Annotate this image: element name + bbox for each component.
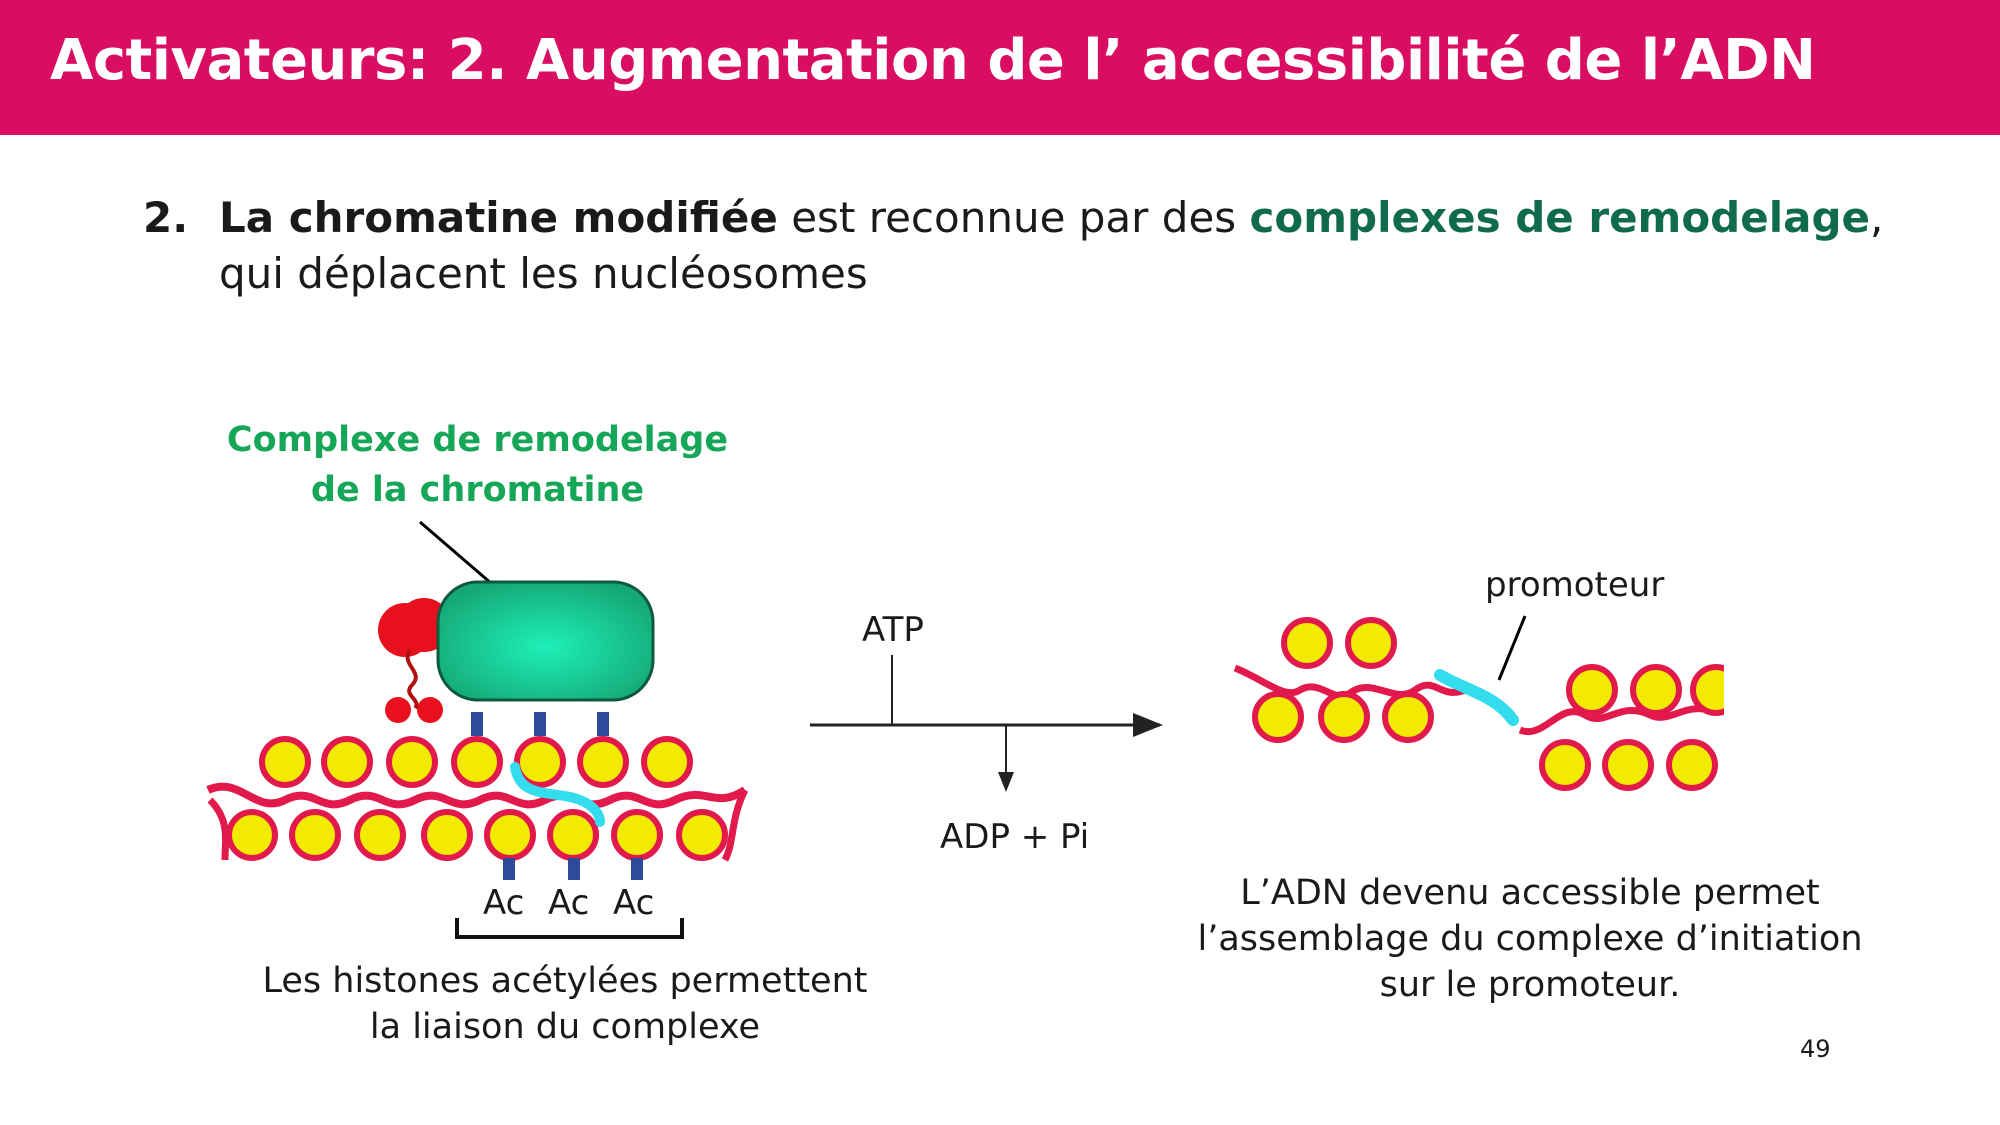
ac-label-3: Ac xyxy=(613,883,655,923)
nucleosome xyxy=(1666,739,1718,791)
nucleosome xyxy=(1318,691,1370,743)
point-comma: , xyxy=(1870,193,1884,242)
remodeling-complex xyxy=(436,580,655,702)
complex-pointer-line xyxy=(419,520,493,586)
page-number: 49 xyxy=(1800,1035,1831,1063)
right-promoter-segment xyxy=(1434,669,1519,726)
left-caption-line2: la liaison du complexe xyxy=(369,1007,761,1047)
acetyl-tag-bottom xyxy=(568,858,580,880)
acetyl-tag-bottom xyxy=(631,858,643,880)
complex-label: Complexe de remodelage de la chromatine xyxy=(215,415,740,515)
complex-label-line2: de la chromatine xyxy=(310,470,645,510)
acetyl-tag-top xyxy=(471,712,483,736)
left-dna-strand xyxy=(206,782,748,809)
nucleosome xyxy=(1602,739,1654,791)
nucleosome xyxy=(1281,617,1333,669)
nucleosome xyxy=(484,809,536,861)
nucleosome xyxy=(386,736,438,788)
nucleosome xyxy=(1630,664,1682,716)
ac-label-1: Ac xyxy=(483,883,525,923)
point-middle-part: est reconnue par des xyxy=(777,193,1250,242)
left-chromatin xyxy=(206,712,749,939)
nucleosome xyxy=(1566,664,1618,716)
nucleosome xyxy=(354,809,406,861)
nucleosome xyxy=(289,809,341,861)
ac-label-2: Ac xyxy=(548,883,590,923)
left-dna-ends xyxy=(207,788,749,862)
nucleosome xyxy=(641,736,693,788)
right-caption: L’ADN devenu accessible permet l’assembl… xyxy=(1170,870,1890,1008)
right-caption-line2: l’assemblage du complexe d’initiation xyxy=(1197,919,1863,959)
nucleosome xyxy=(1345,617,1397,669)
point-green-part: complexes de remodelage xyxy=(1249,193,1871,242)
right-caption-line1: L’ADN devenu accessible permet xyxy=(1240,873,1820,913)
point-bold-part: La chromatine modifiée xyxy=(219,193,778,242)
nucleosome xyxy=(514,736,566,788)
nucleosome xyxy=(1382,691,1434,743)
nucleosome xyxy=(226,809,278,861)
acetyl-tag-bottom xyxy=(503,858,515,880)
nucleosome xyxy=(321,736,373,788)
acetyl-tag-top xyxy=(534,712,546,736)
nucleosome xyxy=(1539,739,1591,791)
right-chromatin xyxy=(1233,615,1784,800)
atp-label: ATP xyxy=(862,610,924,650)
slide-title: Activateurs: 2. Augmentation de l’ acces… xyxy=(50,28,1816,93)
nucleosome xyxy=(421,809,473,861)
complex-label-line1: Complexe de remodelage xyxy=(226,420,729,460)
point-second-line: qui déplacent les nucléosomes xyxy=(219,249,868,298)
nucleosome xyxy=(1252,691,1304,743)
point-number: 2. xyxy=(143,193,189,242)
acetyl-tag-top xyxy=(597,712,609,736)
nucleosome xyxy=(577,736,629,788)
promoter-pointer-line xyxy=(1497,615,1527,681)
nucleosome xyxy=(259,736,311,788)
right-caption-line3: sur le promoteur. xyxy=(1379,965,1681,1005)
left-caption-line1: Les histones acétylées permettent xyxy=(262,961,868,1001)
nucleosome xyxy=(611,809,663,861)
nucleosome xyxy=(676,809,728,861)
left-caption: Les histones acétylées permettent la lia… xyxy=(240,958,890,1050)
ac-bracket xyxy=(455,918,684,939)
reaction-arrow xyxy=(810,655,1163,792)
left-promoter-segment xyxy=(510,762,605,827)
nucleosome xyxy=(547,809,599,861)
promoter-label: promoteur xyxy=(1485,565,1665,605)
point-text: La chromatine modifiée est reconnue par … xyxy=(219,190,1899,302)
nucleosome xyxy=(451,736,503,788)
adp-label: ADP + Pi xyxy=(940,817,1090,857)
title-bar: Activateurs: 2. Augmentation de l’ acces… xyxy=(0,0,2000,135)
right-dna-right xyxy=(1518,705,1717,736)
